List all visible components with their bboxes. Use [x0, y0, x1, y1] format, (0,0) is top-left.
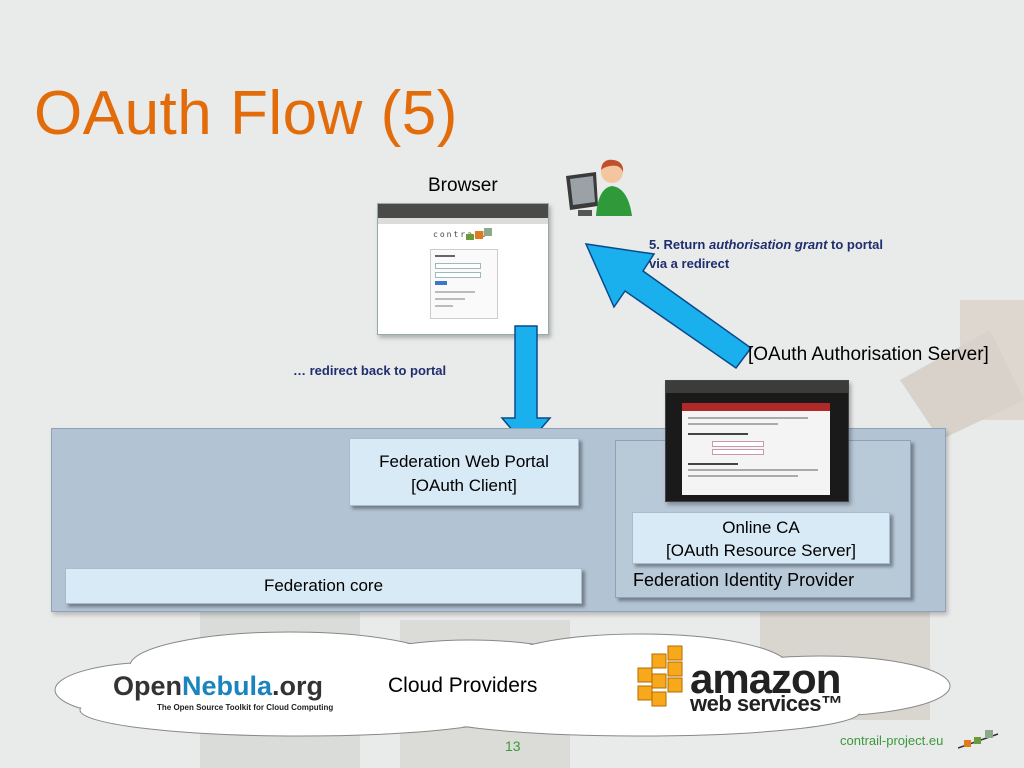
online-ca-box: Online CA [OAuth Resource Server]: [632, 512, 890, 564]
redirect-annotation: … redirect back to portal: [293, 363, 447, 378]
ca-title: Online CA: [722, 518, 800, 537]
opennebula-logo: OpenNebula.org: [113, 671, 323, 702]
aws-logo-sub: web services™: [690, 691, 843, 716]
contrail-footer-logo-icon: [958, 730, 999, 749]
browser-titlebar: [378, 204, 548, 218]
browser-toolbar: [378, 218, 548, 224]
identity-provider-label: Federation Identity Provider: [633, 570, 855, 590]
auth-server-page: [682, 403, 830, 495]
opennebula-nebula: Nebula: [182, 671, 273, 701]
opennebula-org: .org: [272, 671, 324, 701]
auth-server-titlebar: [666, 381, 848, 393]
browser-screenshot: contrail: [377, 203, 549, 335]
step5-annotation: 5. Return authorisation grant to portal …: [649, 235, 959, 273]
portal-title: Federation Web Portal: [379, 452, 549, 471]
federation-web-portal-box: Federation Web Portal [OAuth Client]: [349, 438, 579, 506]
ca-role: [OAuth Resource Server]: [666, 541, 856, 560]
login-form: [430, 249, 498, 319]
opennebula-tagline: The Open Source Toolkit for Cloud Comput…: [157, 703, 334, 712]
footer-url: contrail-project.eu: [840, 733, 944, 748]
page-number: 13: [505, 738, 521, 754]
portal-role: [OAuth Client]: [411, 476, 517, 495]
slide-title: OAuth Flow (5): [34, 79, 458, 148]
contrail-logo-text: contrail: [433, 230, 488, 239]
user-computer-icon: [566, 159, 632, 216]
auth-server-screenshot: [665, 380, 849, 502]
aws-boxes-icon: [637, 645, 683, 707]
oauth-server-label: [OAuth Authorisation Server]: [748, 344, 989, 365]
opennebula-open: Open: [113, 671, 183, 701]
cloud-shape: [54, 631, 951, 737]
step5-prefix: 5. Return: [649, 237, 709, 252]
step5-suffix: to portal: [827, 237, 884, 252]
aws-logo-word: amazon: [690, 655, 841, 702]
contrail-logo-icon: [466, 228, 492, 240]
federation-core-box: Federation core: [65, 568, 582, 604]
step5-emphasis: authorisation grant: [708, 237, 828, 252]
cloud-providers-label: Cloud Providers: [388, 674, 538, 697]
step5-line2: via a redirect: [649, 256, 730, 271]
browser-label: Browser: [428, 175, 498, 196]
